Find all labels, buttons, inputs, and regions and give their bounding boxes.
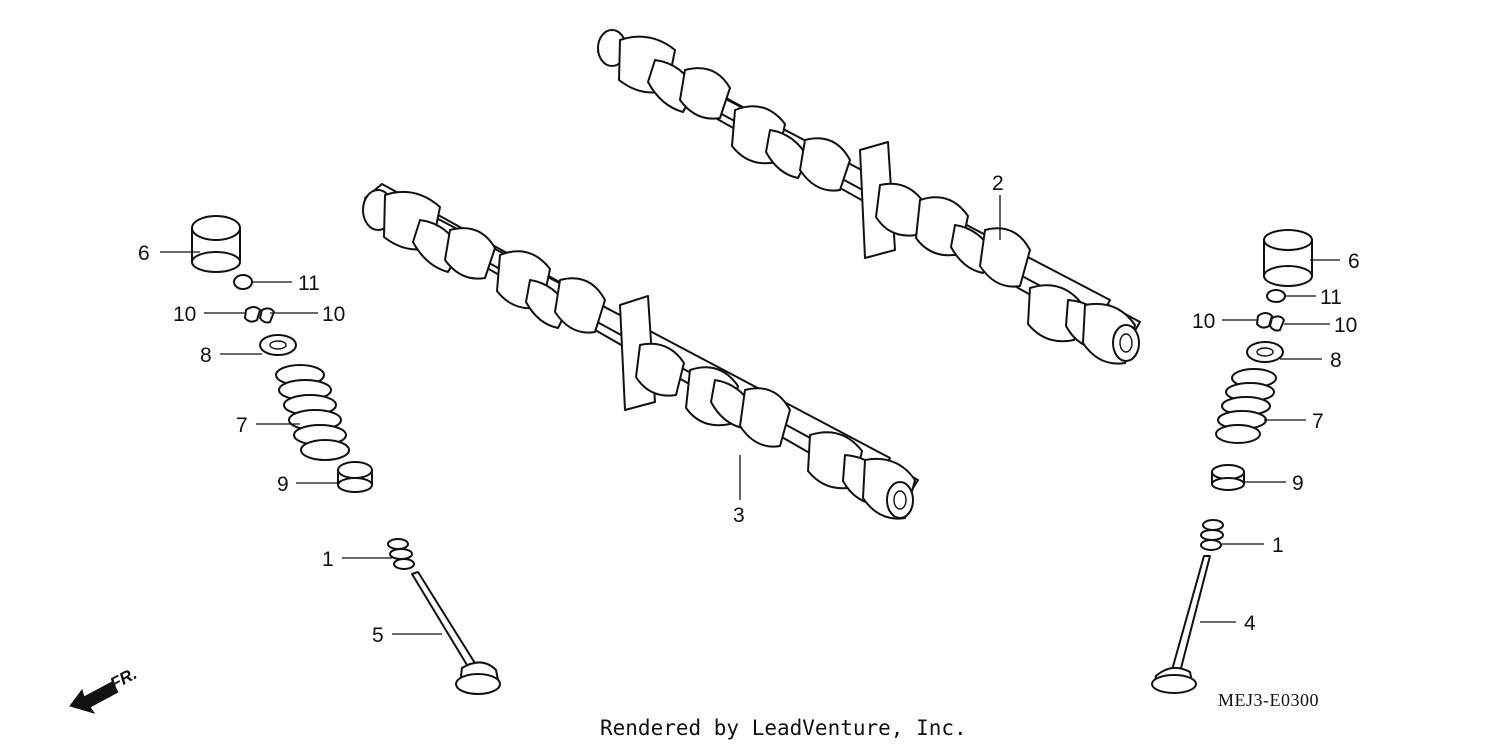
left-valve[interactable]	[411, 571, 501, 695]
callout-9-right[interactable]: 9	[1292, 472, 1304, 495]
callout-4[interactable]: 4	[1244, 612, 1256, 635]
right-valve-lifter[interactable]	[1263, 229, 1313, 287]
callout-10-right-a[interactable]: 10	[1192, 310, 1215, 333]
front-arrow-icon	[69, 681, 119, 714]
right-valve-assembly	[1151, 229, 1313, 694]
right-spring-seat[interactable]	[1211, 464, 1245, 491]
left-spring-seat[interactable]	[337, 461, 373, 493]
left-shim[interactable]	[233, 274, 253, 290]
left-valve-spring[interactable]	[275, 364, 350, 461]
drawing-code: MEJ3-E0300	[1218, 690, 1319, 710]
callout-6-right[interactable]: 6	[1348, 250, 1360, 273]
left-cotter-b[interactable]	[259, 307, 275, 324]
callout-7-left[interactable]: 7	[236, 414, 248, 437]
right-shim[interactable]	[1266, 289, 1286, 303]
callouts: 2 3 6 11 10 10 8 7 9 1 5 6 11 10 10 8 7 …	[138, 172, 1360, 647]
callout-11-right[interactable]: 11	[1320, 286, 1342, 309]
left-valve-assembly	[191, 215, 501, 695]
callout-10-right-b[interactable]: 10	[1334, 314, 1357, 337]
callout-9-left[interactable]: 9	[277, 473, 289, 496]
right-spring-retainer[interactable]	[1246, 341, 1284, 363]
callout-10-left-a[interactable]: 10	[173, 303, 196, 326]
callout-3[interactable]: 3	[733, 504, 745, 527]
right-cotter-b[interactable]	[1269, 315, 1285, 332]
callout-8-right[interactable]: 8	[1330, 349, 1342, 372]
right-valve[interactable]	[1151, 555, 1211, 694]
callout-8-left[interactable]: 8	[200, 344, 212, 367]
left-spring-retainer[interactable]	[259, 334, 297, 356]
callout-7-right[interactable]: 7	[1312, 410, 1324, 433]
callout-6-left[interactable]: 6	[138, 242, 150, 265]
leader-lines	[160, 195, 1340, 635]
callout-2[interactable]: 2	[992, 172, 1004, 195]
callout-10-left-b[interactable]: 10	[322, 303, 345, 326]
left-cotter-a[interactable]	[244, 306, 261, 323]
render-credit: Rendered by LeadVenture, Inc.	[600, 716, 967, 740]
callout-1-left[interactable]: 1	[322, 548, 334, 571]
front-direction-marker: FR.	[69, 664, 140, 714]
lower-camshaft[interactable]	[362, 183, 919, 520]
left-valve-lifter[interactable]	[191, 215, 241, 273]
callout-5[interactable]: 5	[372, 624, 384, 647]
left-stem-seal[interactable]	[387, 538, 415, 570]
callout-1-right[interactable]: 1	[1272, 534, 1284, 557]
right-stem-seal[interactable]	[1200, 519, 1224, 551]
upper-camshaft[interactable]	[597, 29, 1141, 365]
right-valve-spring[interactable]	[1215, 368, 1277, 444]
callout-11-left[interactable]: 11	[298, 272, 320, 295]
